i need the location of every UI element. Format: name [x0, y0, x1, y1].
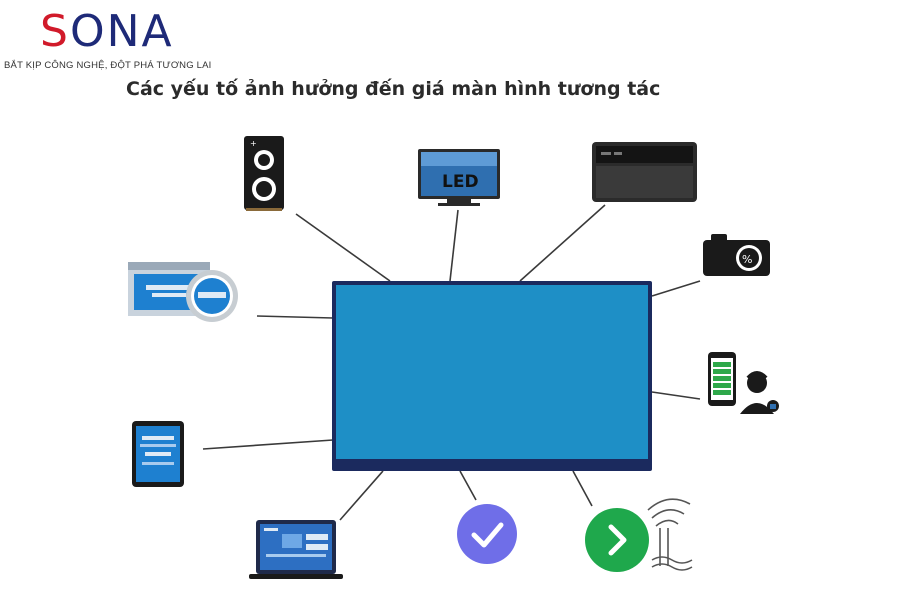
wireless-signal-icon	[647, 498, 693, 571]
logo-letter-s: S	[40, 6, 70, 57]
svg-text:+: +	[250, 139, 257, 148]
user-lock-icon	[740, 371, 779, 414]
checkmark-badge-icon	[457, 504, 517, 564]
screen-panel	[336, 285, 648, 459]
connector-led-tv	[449, 209, 459, 282]
speaker-icon: +	[244, 136, 284, 211]
tablet-icon	[132, 421, 184, 487]
logo-letters: ONA	[69, 6, 174, 57]
connector-dark-display	[519, 204, 606, 282]
phone-battery-icon	[708, 352, 736, 406]
connector-arrow	[572, 470, 593, 507]
connector-camera	[651, 280, 701, 297]
software-window-icon	[128, 262, 238, 322]
arrow-badge-icon	[585, 508, 649, 572]
brand-tagline: BẮT KỊP CÔNG NGHỆ, ĐỘT PHÁ TƯƠNG LAI	[4, 60, 212, 71]
led-label: LED	[442, 172, 479, 192]
connector-phone	[651, 391, 701, 400]
connector-laptop	[339, 470, 384, 521]
central-screen	[332, 281, 652, 471]
connector-tablet	[202, 439, 334, 450]
connector-checkmark	[459, 470, 477, 501]
led-tv-icon: LED	[418, 149, 500, 206]
brand-logo: SONA	[40, 10, 174, 54]
connector-speaker	[295, 213, 391, 282]
connector-software	[256, 315, 334, 319]
diagram-title: Các yếu tố ảnh hưởng đến giá màn hình tư…	[126, 78, 661, 100]
camera-icon: %	[703, 234, 770, 276]
connector-lines	[202, 204, 701, 521]
laptop-icon	[249, 520, 343, 579]
dark-display-icon	[592, 142, 697, 202]
svg-text:%: %	[742, 253, 752, 266]
